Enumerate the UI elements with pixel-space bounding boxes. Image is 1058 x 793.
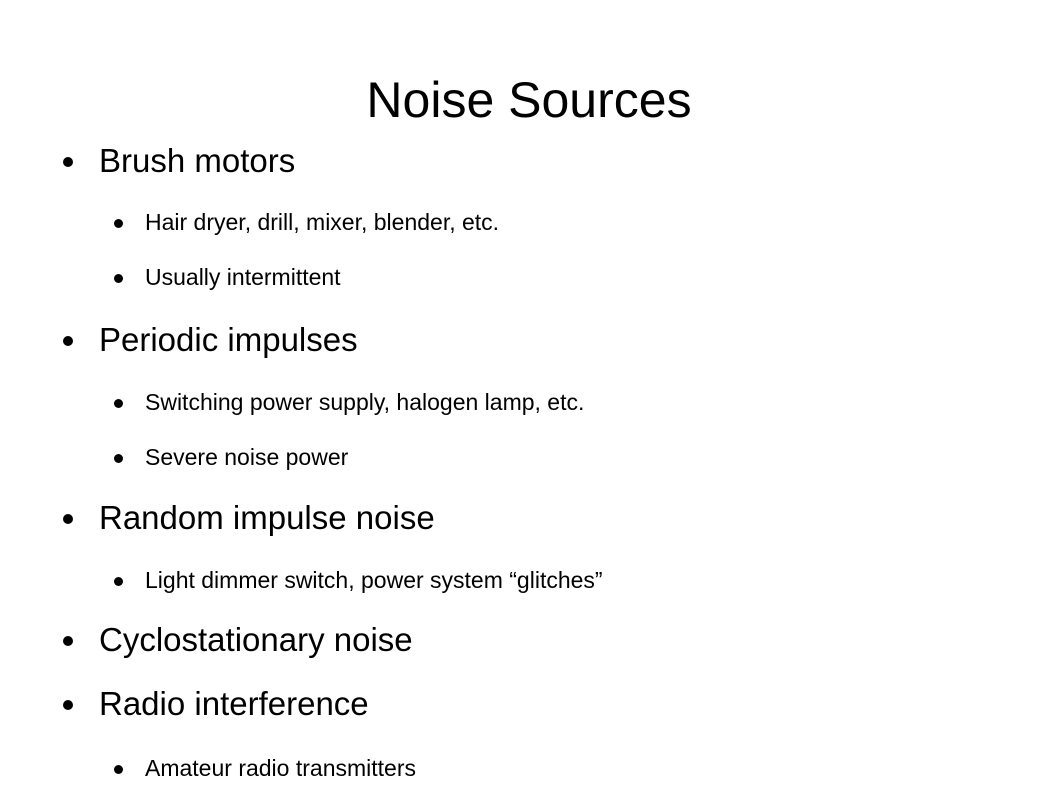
bullet-text: Random impulse noise (99, 499, 435, 536)
bullet-text: Periodic impulses (99, 321, 358, 358)
bullet-text: Cyclostationary noise (99, 621, 413, 658)
bullet-icon (63, 157, 73, 167)
bullet-item: Cyclostationary noise (63, 620, 413, 660)
bullet-icon (63, 514, 73, 524)
sub-bullet-item: Usually intermittent (114, 262, 341, 292)
sub-bullet-text: Usually intermittent (145, 264, 341, 290)
bullet-icon (114, 219, 123, 228)
slide-title: Noise Sources (366, 72, 692, 128)
sub-bullet-item: Amateur radio transmitters (114, 753, 416, 783)
bullet-item: Periodic impulses (63, 320, 358, 360)
sub-bullet-text: Amateur radio transmitters (145, 755, 416, 781)
sub-bullet-item: Severe noise power (114, 442, 349, 472)
sub-bullet-text: Severe noise power (145, 444, 349, 470)
bullet-icon (63, 700, 73, 710)
sub-bullet-text: Switching power supply, halogen lamp, et… (145, 389, 585, 415)
bullet-item: Radio interference (63, 684, 369, 724)
bullet-text: Radio interference (99, 685, 369, 722)
bullet-icon (114, 765, 123, 774)
bullet-item: Random impulse noise (63, 498, 435, 538)
bullet-icon (63, 636, 73, 646)
bullet-icon (114, 399, 123, 408)
bullet-icon (114, 454, 123, 463)
sub-bullet-item: Switching power supply, halogen lamp, et… (114, 387, 585, 417)
sub-bullet-item: Light dimmer switch, power system “glitc… (114, 565, 603, 595)
sub-bullet-text: Hair dryer, drill, mixer, blender, etc. (145, 209, 500, 235)
bullet-icon (114, 577, 123, 586)
sub-bullet-item: Hair dryer, drill, mixer, blender, etc. (114, 207, 500, 237)
bullet-icon (63, 336, 73, 346)
bullet-icon (114, 274, 123, 283)
sub-bullet-text: Light dimmer switch, power system “glitc… (145, 567, 603, 593)
bullet-text: Brush motors (99, 142, 296, 179)
bullet-item: Brush motors (63, 141, 296, 181)
